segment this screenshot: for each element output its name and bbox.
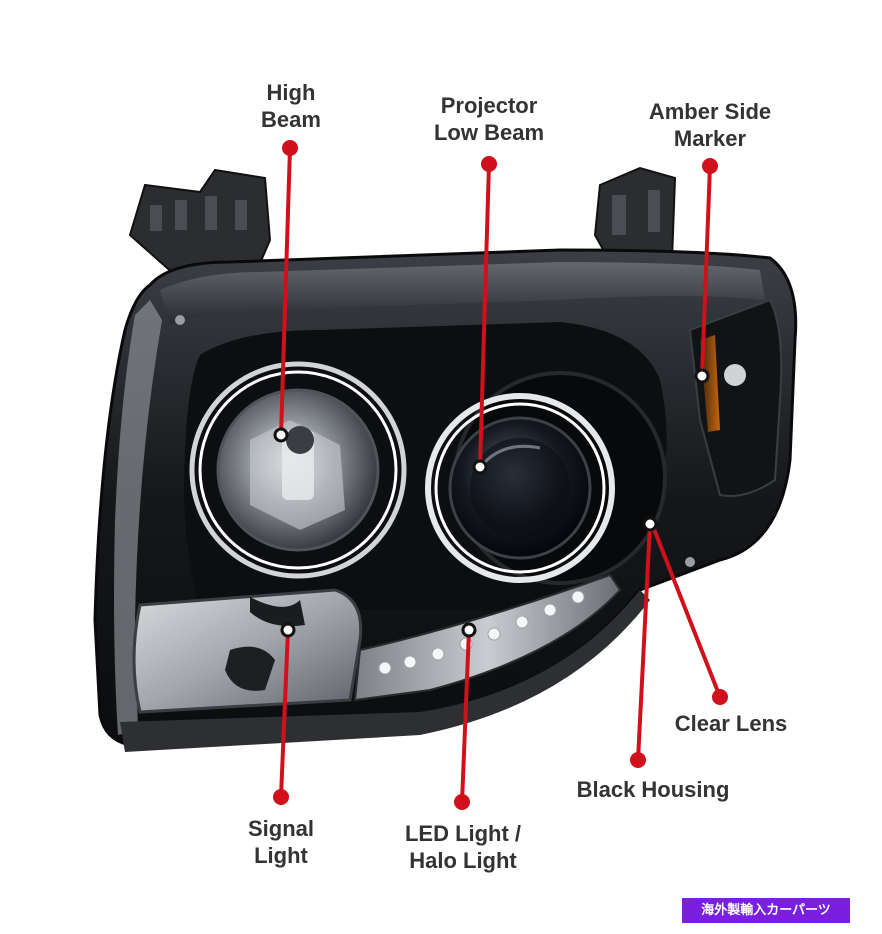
led-dot: [454, 794, 470, 810]
signal-dot: [273, 789, 289, 805]
label-line: Amber Side: [648, 99, 772, 124]
high-beam-assembly: [189, 361, 407, 579]
label-line: Marker: [673, 126, 747, 151]
signal-target: [280, 622, 296, 638]
label-led-halo-light: LED Light / Halo Light: [380, 820, 546, 874]
label-signal-light: Signal Light: [228, 815, 334, 869]
mounting-bracket-right: [593, 166, 677, 264]
label-line: Halo Light: [409, 848, 517, 873]
label-line: Low Beam: [433, 120, 545, 145]
label-black-housing: Black Housing: [556, 776, 750, 803]
side-marker-leader: [700, 165, 712, 377]
high-beam-dot: [282, 140, 298, 156]
low-beam-dot: [481, 156, 497, 172]
clear-lens-dot: [712, 689, 728, 705]
label-projector-low-beam: Projector Low Beam: [404, 92, 574, 146]
low-beam-leader: [478, 163, 491, 468]
housing-target: [642, 516, 658, 532]
high-beam-target: [273, 427, 289, 443]
led-leader: [460, 629, 471, 803]
label-high-beam: High Beam: [243, 79, 339, 133]
label-line: LED Light /: [404, 821, 522, 846]
clear-lens-leader: [650, 523, 722, 698]
watermark-badge: 海外製輸入カーパーツ: [682, 898, 850, 923]
label-line: Black Housing: [576, 777, 730, 802]
side-marker-target: [694, 368, 710, 384]
led-target: [461, 622, 477, 638]
low-beam-target: [472, 459, 488, 475]
label-line: High: [266, 80, 316, 105]
side-marker-dot: [702, 158, 718, 174]
black-housing-leader: [636, 523, 652, 761]
high-beam-leader: [279, 147, 292, 436]
black-housing-dot: [630, 752, 646, 768]
projector-low-beam-assembly: [425, 393, 615, 583]
label-line: Projector: [440, 93, 538, 118]
mounting-bracket-left: [128, 168, 272, 276]
label-line: Beam: [261, 107, 321, 132]
label-line: Clear Lens: [674, 711, 788, 736]
label-amber-side-marker: Amber Side Marker: [626, 98, 794, 152]
signal-leader: [279, 629, 290, 798]
label-line: Signal: [247, 816, 314, 841]
label-clear-lens: Clear Lens: [654, 710, 808, 737]
label-line: Light: [254, 843, 308, 868]
